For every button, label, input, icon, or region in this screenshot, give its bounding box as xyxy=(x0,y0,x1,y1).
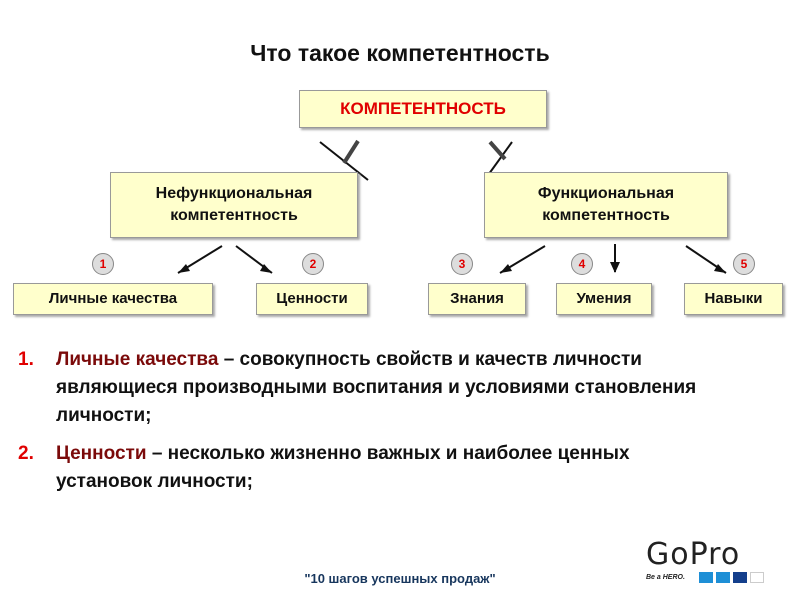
list-term: Ценности xyxy=(56,443,147,464)
list-item: 2. Ценности – несколько жизненно важных … xyxy=(18,440,718,496)
gopro-logo: GoPro Be a HERO. xyxy=(646,540,776,585)
leaf-values: Ценности xyxy=(256,283,368,315)
root-box: КОМПЕТЕНТНОСТЬ xyxy=(299,90,547,128)
badge-4: 4 xyxy=(571,253,593,275)
list-item: 1. Личные качества – совокупность свойст… xyxy=(18,346,718,430)
diagram-arrows xyxy=(177,139,727,274)
functional-box: Функциональная компетентность xyxy=(484,172,728,238)
list-text: – несколько жизненно важных и наиболее ц… xyxy=(56,443,630,492)
logo-tagline: Be a HERO. xyxy=(646,574,685,581)
badge-1: 1 xyxy=(92,253,114,275)
logo-brand: GoPro xyxy=(646,537,741,572)
leaf-skills: Навыки xyxy=(684,283,783,315)
leaf-abilities: Умения xyxy=(556,283,652,315)
list-number: 1. xyxy=(18,349,34,370)
page-title: Что такое компетентность xyxy=(250,40,550,66)
nonfunctional-box: Нефункциональная компетентность xyxy=(110,172,358,238)
badge-2: 2 xyxy=(302,253,324,275)
list-text: – совокупность свойств и качеств личност… xyxy=(56,349,697,426)
badge-3: 3 xyxy=(451,253,473,275)
leaf-personal-qualities: Личные качества xyxy=(13,283,213,315)
list-term: Личные качества xyxy=(56,349,219,370)
list-number: 2. xyxy=(18,443,34,464)
badge-5: 5 xyxy=(733,253,755,275)
footer-text: "10 шагов успешных продаж" xyxy=(304,571,496,586)
definition-list: 1. Личные качества – совокупность свойст… xyxy=(18,346,718,506)
leaf-knowledge: Знания xyxy=(428,283,526,315)
